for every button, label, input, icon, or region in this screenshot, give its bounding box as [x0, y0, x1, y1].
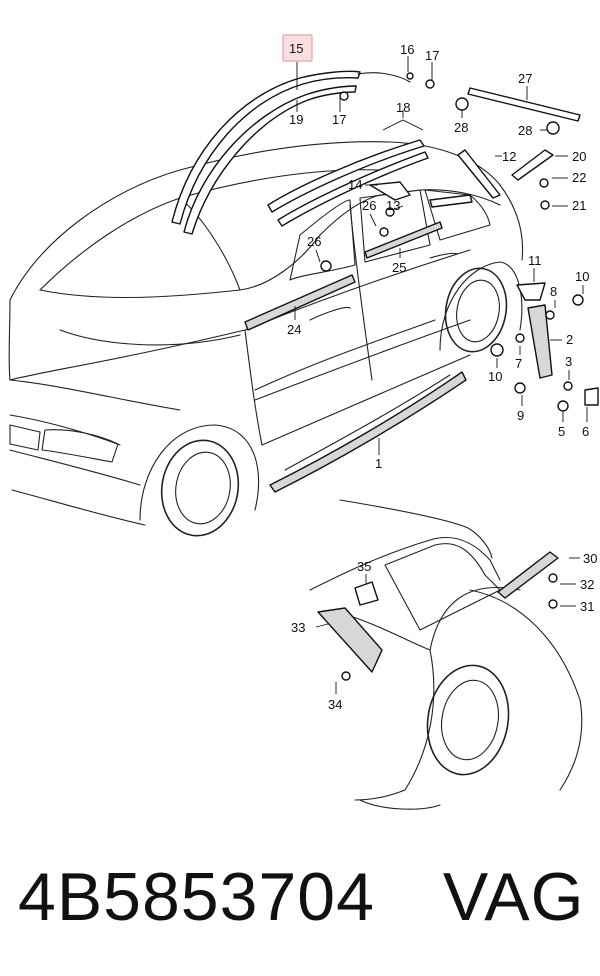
parts-main	[171, 70, 599, 493]
callout-7: 7	[515, 356, 522, 371]
callout-17a: 17	[332, 112, 346, 127]
callout-32: 32	[580, 577, 594, 592]
callout-31: 31	[580, 599, 594, 614]
callout-35: 35	[357, 559, 371, 574]
callout-27: 27	[518, 71, 532, 86]
callout-11: 11	[528, 253, 542, 268]
callout-33: 33	[291, 620, 305, 635]
fasteners	[320, 72, 584, 412]
callout-1: 1	[375, 456, 382, 471]
callout-26a: 26	[362, 198, 376, 213]
footer: 4B5853704 VAG	[18, 852, 598, 942]
callout-3: 3	[565, 354, 572, 369]
callout-5: 5	[558, 424, 565, 439]
callout-14: 14	[348, 177, 362, 192]
callout-25: 25	[392, 260, 406, 275]
inset-rear-view	[309, 499, 583, 810]
callout-10a: 10	[575, 269, 589, 284]
callout-8: 8	[550, 284, 557, 299]
callout-19: 19	[289, 112, 303, 127]
callout-highlight-box	[282, 34, 313, 62]
callout-34: 34	[328, 697, 342, 712]
callout-labels: 15 19 17 16 17 27 28 28 18 12 20 22 21 1…	[287, 41, 597, 712]
parts-diagram: 15 19 17 16 17 27 28 28 18 12 20 22 21 1…	[8, 34, 599, 810]
callout-21: 21	[572, 198, 586, 213]
callout-10b: 10	[488, 369, 502, 384]
callout-22: 22	[572, 170, 586, 185]
callout-17b: 17	[425, 48, 439, 63]
callout-28b: 28	[518, 123, 532, 138]
part-number: 4B5853704	[18, 859, 375, 935]
callout-15: 15	[289, 41, 303, 56]
callout-30: 30	[583, 551, 597, 566]
callout-28a: 28	[454, 120, 468, 135]
callout-13: 13	[386, 198, 400, 213]
callout-20: 20	[572, 149, 586, 164]
brand-name: VAG	[442, 859, 585, 935]
callout-16: 16	[400, 42, 414, 57]
callout-9: 9	[517, 408, 524, 423]
callout-26b: 26	[307, 234, 321, 249]
callout-2: 2	[566, 332, 573, 347]
callout-24: 24	[287, 322, 301, 337]
callout-6: 6	[582, 424, 589, 439]
callout-18: 18	[396, 100, 410, 115]
callout-12: 12	[502, 149, 516, 164]
leader-lines	[294, 56, 588, 694]
